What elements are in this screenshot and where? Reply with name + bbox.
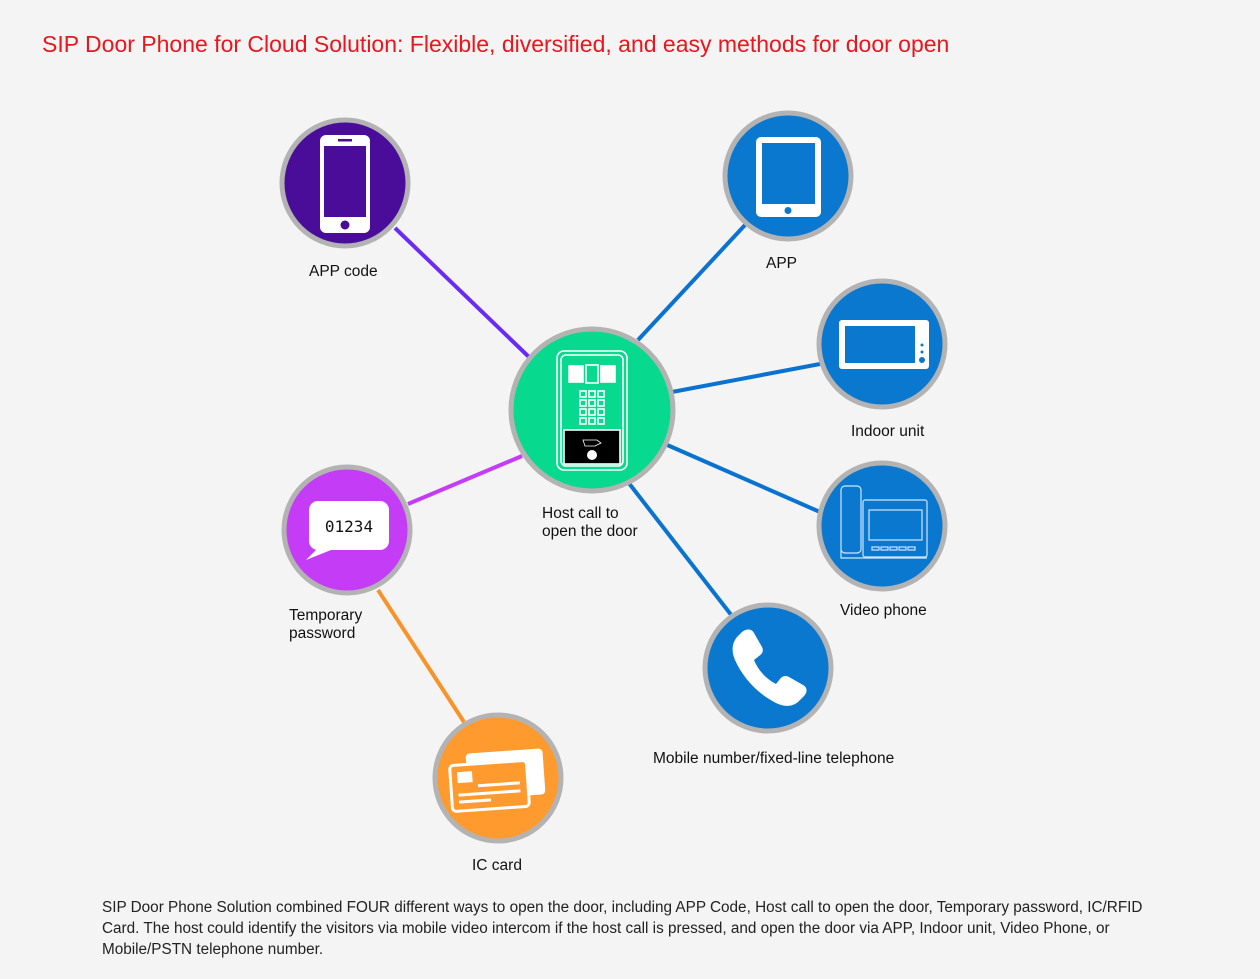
node-temporary-password: 01234 Temporary password	[281, 464, 413, 642]
connector-temporary-password	[407, 454, 523, 506]
indoor-monitor-icon	[839, 320, 929, 369]
node-label: Video phone	[840, 602, 927, 619]
node-label: IC card	[472, 857, 522, 874]
connector-video-phone	[664, 442, 821, 514]
phone-handset-icon	[732, 629, 807, 706]
node-ic-card: IC card	[432, 712, 564, 874]
door-phone-icon	[556, 350, 628, 471]
node-label: APP code	[309, 263, 378, 280]
connector-app-code	[393, 226, 532, 360]
node-label-line1: Host call to	[542, 505, 619, 522]
node-label: APP	[766, 255, 797, 272]
smartphone-icon	[320, 135, 370, 233]
connector-ic-card	[376, 588, 466, 724]
connector-mobile	[626, 480, 734, 618]
node-video-phone: Video phone	[816, 460, 948, 619]
node-indoor-unit: Indoor unit	[816, 278, 948, 440]
description: SIP Door Phone Solution combined FOUR di…	[102, 899, 1143, 958]
password-code: 01234	[325, 517, 373, 536]
video-phone-icon	[840, 485, 928, 559]
tablet-icon	[756, 137, 821, 217]
node-mobile: Mobile number/fixed-line telephone	[653, 602, 894, 767]
connector-indoor-unit	[671, 362, 821, 394]
node-label-line2: open the door	[542, 523, 638, 540]
card-icon	[448, 748, 546, 813]
speech-bubble-icon: 01234	[306, 501, 389, 560]
node-label: Indoor unit	[851, 423, 925, 440]
connector-app	[636, 223, 747, 342]
node-app-code: APP code	[279, 117, 411, 280]
node-app: APP	[722, 110, 854, 272]
node-host: Host call to open the door	[508, 326, 676, 540]
page-title: SIP Door Phone for Cloud Solution: Flexi…	[42, 31, 950, 57]
node-label: Mobile number/fixed-line telephone	[653, 750, 894, 767]
node-label-line1: Temporary	[289, 607, 362, 624]
node-label-line2: password	[289, 625, 355, 642]
